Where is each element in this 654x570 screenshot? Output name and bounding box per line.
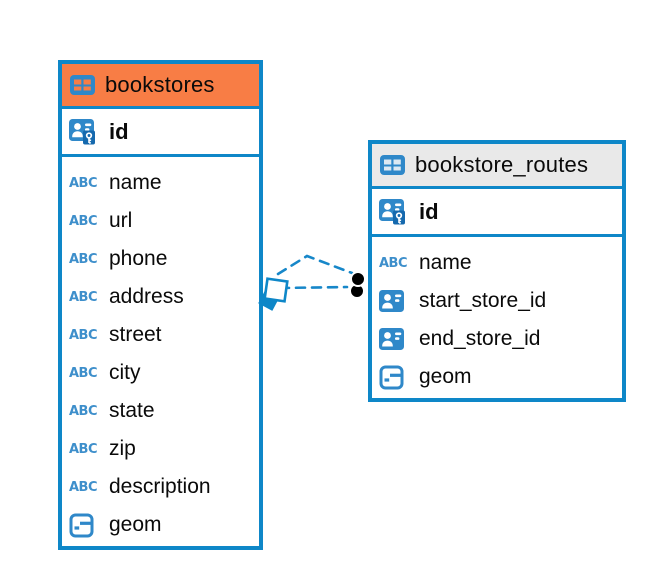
text-type-icon: ABC: [69, 213, 98, 229]
text-type-icon: ABC: [69, 366, 101, 381]
primary-key-icon: [69, 119, 95, 145]
entity-header-bookstores[interactable]: bookstores: [62, 64, 259, 109]
entity-bookstores[interactable]: bookstores id ABC name ABC url: [58, 60, 263, 550]
column-row[interactable]: geom: [69, 506, 252, 544]
text-type-icon: ABC: [69, 441, 98, 457]
column-list-bookstores: ABC name ABC url ABC phone ABC address A…: [62, 157, 259, 546]
text-type-icon: ABC: [69, 479, 98, 495]
table-icon: [70, 75, 95, 95]
column-name: address: [109, 285, 184, 308]
column-list-bookstore-routes: ABC name start_store_id: [372, 237, 622, 398]
text-type-icon: ABC: [69, 251, 98, 267]
text-type-icon: ABC: [379, 256, 411, 271]
text-type-icon: ABC: [379, 255, 408, 271]
reference-type-icon: [379, 327, 404, 350]
column-row[interactable]: ABC url: [69, 202, 252, 240]
column-name: phone: [109, 247, 168, 270]
text-type-icon: ABC: [69, 214, 101, 229]
diamond-end-marker: [263, 277, 289, 303]
dot-end-marker-upper: [350, 271, 366, 287]
column-row[interactable]: ABC name: [69, 164, 252, 202]
column-name: start_store_id: [419, 289, 547, 312]
relationship-line-upper[interactable]: [276, 254, 354, 276]
column-row[interactable]: end_store_id: [379, 320, 615, 358]
reference-type-icon: [379, 289, 411, 313]
column-row[interactable]: ABC state: [69, 392, 252, 430]
column-name: description: [109, 475, 211, 498]
column-row[interactable]: ABC description: [69, 468, 252, 506]
table-icon: [70, 75, 96, 95]
primary-key-icon: [69, 118, 101, 145]
text-type-icon: ABC: [69, 365, 98, 381]
column-row[interactable]: ABC city: [69, 354, 252, 392]
reference-type-icon: [379, 289, 404, 312]
relationship-connector[interactable]: [252, 232, 378, 326]
entity-bookstore-routes[interactable]: bookstore_routes id ABC name: [368, 140, 626, 402]
column-row[interactable]: start_store_id: [379, 282, 615, 320]
table-icon: [380, 155, 406, 175]
column-name: city: [109, 361, 141, 384]
text-type-icon: ABC: [69, 289, 98, 305]
column-row[interactable]: ABC phone: [69, 240, 252, 278]
primary-key-row-bookstore-routes[interactable]: id: [372, 189, 622, 237]
geometry-type-icon: [69, 513, 94, 537]
column-name: name: [419, 251, 472, 274]
text-type-icon: ABC: [69, 252, 101, 267]
column-row[interactable]: ABC street: [69, 316, 252, 354]
text-type-icon: ABC: [69, 175, 98, 191]
entity-title: bookstore_routes: [415, 152, 589, 177]
primary-key-icon: [379, 198, 411, 225]
column-name: street: [109, 323, 162, 346]
primary-key-row-bookstores[interactable]: id: [62, 109, 259, 157]
column-row[interactable]: ABC address: [69, 278, 252, 316]
table-icon: [380, 155, 405, 175]
primary-key-icon: [379, 199, 405, 225]
reference-type-icon: [379, 327, 411, 351]
column-name: url: [109, 209, 133, 232]
column-row[interactable]: geom: [379, 358, 615, 396]
text-type-icon: ABC: [69, 480, 101, 495]
column-name: geom: [419, 365, 472, 388]
text-type-icon: ABC: [69, 176, 101, 191]
column-name: end_store_id: [419, 327, 541, 350]
column-row[interactable]: ABC zip: [69, 430, 252, 468]
text-type-icon: ABC: [69, 403, 98, 419]
text-type-icon: ABC: [69, 404, 101, 419]
text-type-icon: ABC: [69, 442, 101, 457]
entity-title: bookstores: [105, 72, 215, 97]
entity-header-bookstore-routes[interactable]: bookstore_routes: [372, 144, 622, 189]
column-name: geom: [109, 513, 162, 536]
column-name: name: [109, 171, 162, 194]
geometry-type-icon: [69, 513, 101, 538]
primary-key-label: id: [109, 118, 129, 144]
column-name: zip: [109, 437, 136, 460]
text-type-icon: ABC: [69, 328, 101, 343]
primary-key-label: id: [419, 198, 439, 224]
geometry-type-icon: [379, 365, 411, 390]
text-type-icon: ABC: [69, 327, 98, 343]
geometry-type-icon: [379, 365, 404, 389]
text-type-icon: ABC: [69, 290, 101, 305]
relationship-line-lower[interactable]: [278, 285, 349, 290]
column-row[interactable]: ABC name: [379, 244, 615, 282]
column-name: state: [109, 399, 155, 422]
